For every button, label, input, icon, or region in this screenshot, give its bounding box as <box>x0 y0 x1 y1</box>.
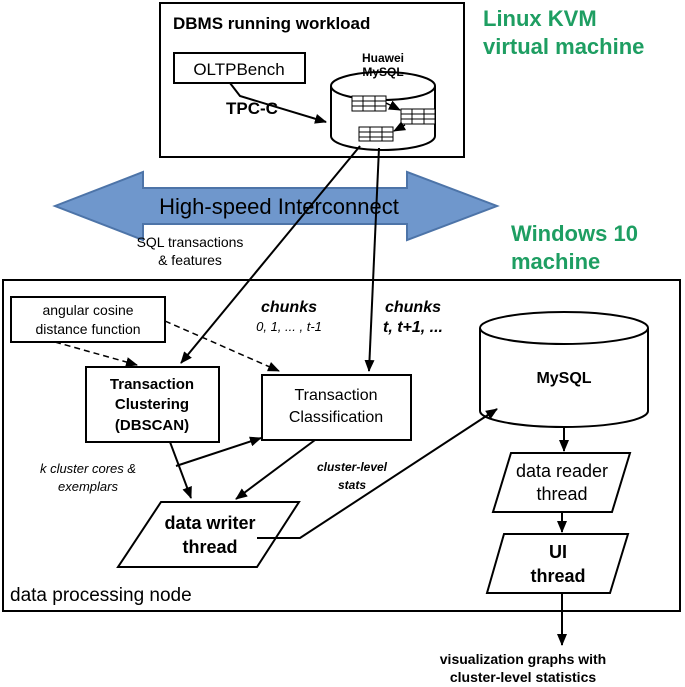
angular-to-clustering-arrow <box>54 341 138 367</box>
db-to-clustering-arrow <box>180 145 361 364</box>
clustering-line1: Transaction <box>110 376 194 393</box>
cluster-stats-line1: cluster-level <box>317 460 388 474</box>
transaction-classification-box <box>261 374 412 441</box>
tpcc-label: TPC-C <box>226 99 278 118</box>
cluster-cores-line2: exemplars <box>58 479 118 494</box>
db-label-line2: MySQL <box>362 65 403 79</box>
table-icon <box>351 95 387 112</box>
output-line1: visualization graphs with <box>440 651 606 667</box>
reader-line2: thread <box>536 484 587 504</box>
chunks-left-range: 0, 1, ... , t-1 <box>256 319 322 334</box>
vm-side-label-line2: virtual machine <box>483 34 644 59</box>
db-label-line1: Huawei <box>362 51 404 65</box>
cluster-stats-line2: stats <box>338 478 366 492</box>
reader-line1: data reader <box>516 461 608 481</box>
ui-line2: thread <box>530 566 585 586</box>
writer-to-mysql-arrow <box>257 408 498 539</box>
classification-line2: Classification <box>289 409 383 426</box>
cluster-cores-line1: k cluster cores & <box>40 461 136 476</box>
chunks-left-title: chunks <box>261 299 317 316</box>
interconnect-arrow <box>52 170 500 242</box>
writer-line1: data writer <box>164 513 255 533</box>
chunks-right-range: t, t+1, ... <box>383 319 443 336</box>
data-processing-node-box <box>2 279 681 612</box>
clustering-to-writer-arrow <box>169 441 192 499</box>
classification-to-writer-arrow <box>235 439 316 500</box>
table-link-arrow <box>393 121 407 132</box>
windows-side-label-line1: Windows 10 <box>511 221 638 246</box>
table-icon <box>358 126 394 142</box>
clustering-line3: (DBSCAN) <box>115 417 189 434</box>
data-writer-thread <box>116 501 301 568</box>
interconnect-label: High-speed Interconnect <box>159 194 399 219</box>
mysql-database <box>479 311 649 428</box>
angular-line1: angular cosine <box>42 302 133 318</box>
ui-thread <box>485 533 630 594</box>
data-processing-node-label: data processing node <box>10 585 192 606</box>
mysql-label: MySQL <box>536 370 591 387</box>
writer-line2: thread <box>182 537 237 557</box>
windows-side-label-line2: machine <box>511 249 600 274</box>
transaction-clustering-box <box>85 366 220 443</box>
sql-transactions-label: SQL transactions <box>137 234 244 250</box>
chunks-right-title: chunks <box>385 299 441 316</box>
sql-features-label: & features <box>158 252 222 268</box>
data-reader-thread <box>491 452 632 513</box>
oltpbench-label: OLTPBench <box>193 60 284 79</box>
oltpbench-to-db-arrow <box>229 82 327 124</box>
vm-title: DBMS running workload <box>173 14 370 33</box>
output-line2: cluster-level statistics <box>450 669 597 685</box>
angular-distance-box <box>10 296 166 343</box>
clustering-line2: Clustering <box>115 396 189 413</box>
cores-to-classification-arrow <box>175 436 262 467</box>
angular-line2: distance function <box>35 321 140 337</box>
angular-to-classification-arrow <box>164 320 280 372</box>
vm-side-label-line1: Linux KVM <box>483 6 597 31</box>
table-icon <box>400 108 436 125</box>
db-to-classification-arrow <box>364 147 380 372</box>
ui-line1: UI <box>549 542 567 562</box>
table-link-arrow <box>385 100 401 111</box>
classification-line1: Transaction <box>295 387 378 404</box>
oltpbench-box <box>173 52 306 84</box>
